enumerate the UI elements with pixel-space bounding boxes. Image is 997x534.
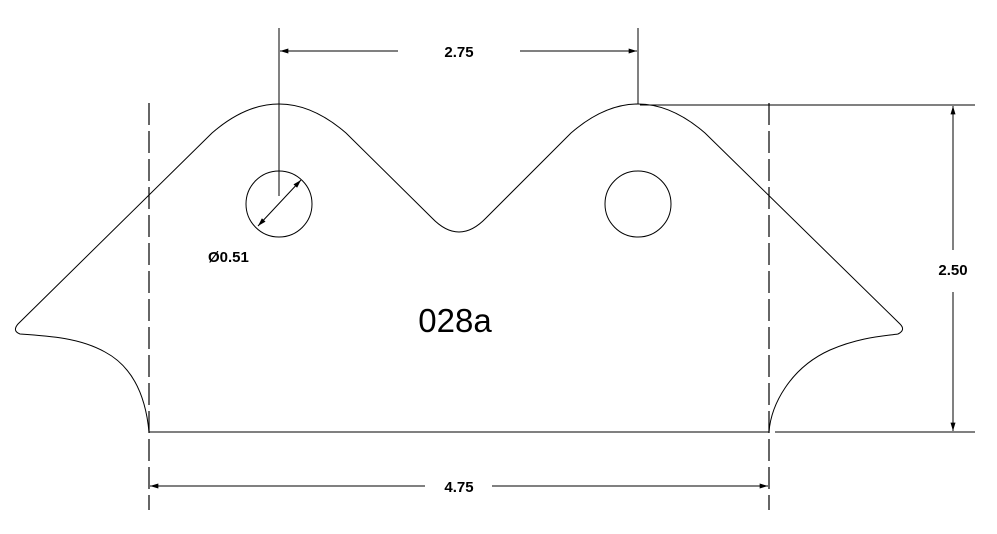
hole-diameter-label: Ø0.51	[208, 249, 249, 266]
height-label: 2.50	[938, 262, 967, 279]
hole-spacing-label: 2.75	[444, 44, 473, 61]
diameter-dimension-line	[257, 179, 302, 227]
width-label: 4.75	[444, 479, 473, 496]
part-label: 028a	[418, 302, 492, 339]
part-outline	[14, 103, 904, 433]
right-hole	[604, 170, 672, 238]
